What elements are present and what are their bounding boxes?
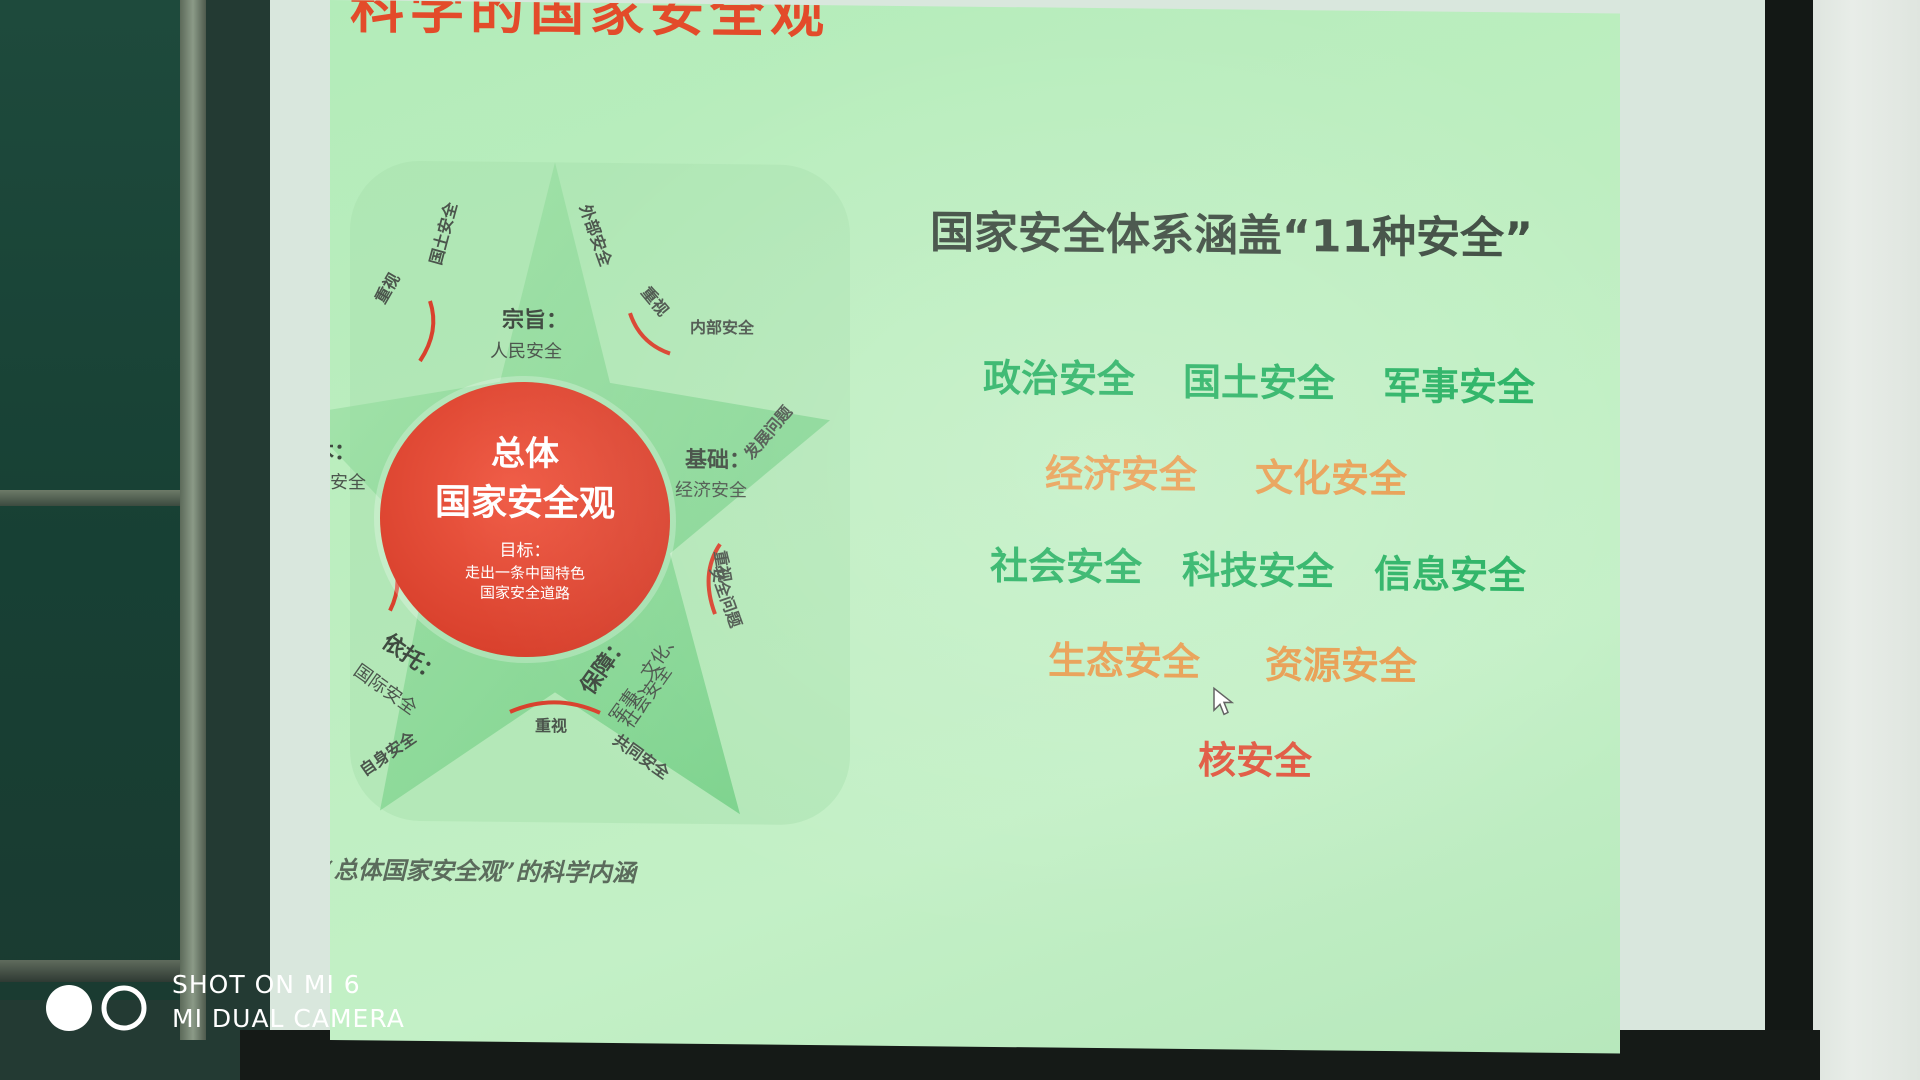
- security-item-social: 社会安全: [990, 543, 1143, 590]
- core-title-line1: 总体: [491, 433, 559, 475]
- security-star-diagram: 总体 国家安全观 目标： 走出一条中国特色 国家安全道路 宗旨： 人民安全 基础…: [330, 150, 870, 836]
- security-item-information: 信息安全: [1374, 551, 1527, 598]
- security-item-political: 政治安全: [983, 355, 1136, 402]
- purpose-label: 宗旨：: [502, 307, 569, 334]
- goal-text-line2: 国家安全道路: [479, 583, 570, 603]
- core-title-line2: 国家安全观: [434, 482, 615, 525]
- root-value: 治安全: [330, 471, 366, 494]
- goal-label: 目标：: [499, 540, 551, 562]
- blackboard-ledge: [0, 960, 200, 982]
- purpose-value: 人民安全: [490, 340, 562, 363]
- security-item-cultural: 文化安全: [1255, 455, 1408, 502]
- emphasis-label-4: 重视: [535, 716, 568, 736]
- security-item-nuclear: 核安全: [1198, 738, 1313, 784]
- watermark-line1: SHOT ON MI 6: [172, 970, 361, 999]
- internal-security-label: 内部安全: [690, 317, 755, 338]
- diagram-caption: “总体国家安全观”的科学内涵: [330, 854, 636, 888]
- core-circle: 总体 国家安全观 目标： 走出一条中国特色 国家安全道路: [380, 380, 670, 659]
- security-item-military: 军事安全: [1383, 364, 1536, 410]
- projected-slide: 科学的国家安全观 总体 国家安全观 目标： 走出一条中国特色 国家安全道路: [330, 0, 1620, 1054]
- mouse-cursor-icon: [1213, 686, 1234, 716]
- camera-watermark-logo: [46, 985, 147, 1031]
- watermark-line2: MI DUAL CAMERA: [172, 1004, 405, 1033]
- security-system-heading: 国家安全体系涵盖“11种安全”: [930, 207, 1534, 265]
- screen-border: [1765, 0, 1813, 1080]
- blackboard-rail: [0, 490, 200, 506]
- security-item-ecological: 生态安全: [1048, 638, 1201, 685]
- root-label: 本：: [330, 439, 357, 466]
- security-item-technology: 科技安全: [1182, 547, 1335, 594]
- security-item-territorial: 国土安全: [1183, 359, 1336, 406]
- foundation-value: 经济安全: [675, 479, 747, 502]
- blackboard-frame: [180, 0, 206, 1040]
- slide-title: 科学的国家安全观: [350, 0, 830, 46]
- security-item-economic: 经济安全: [1045, 451, 1198, 498]
- security-item-resource: 资源安全: [1265, 642, 1418, 689]
